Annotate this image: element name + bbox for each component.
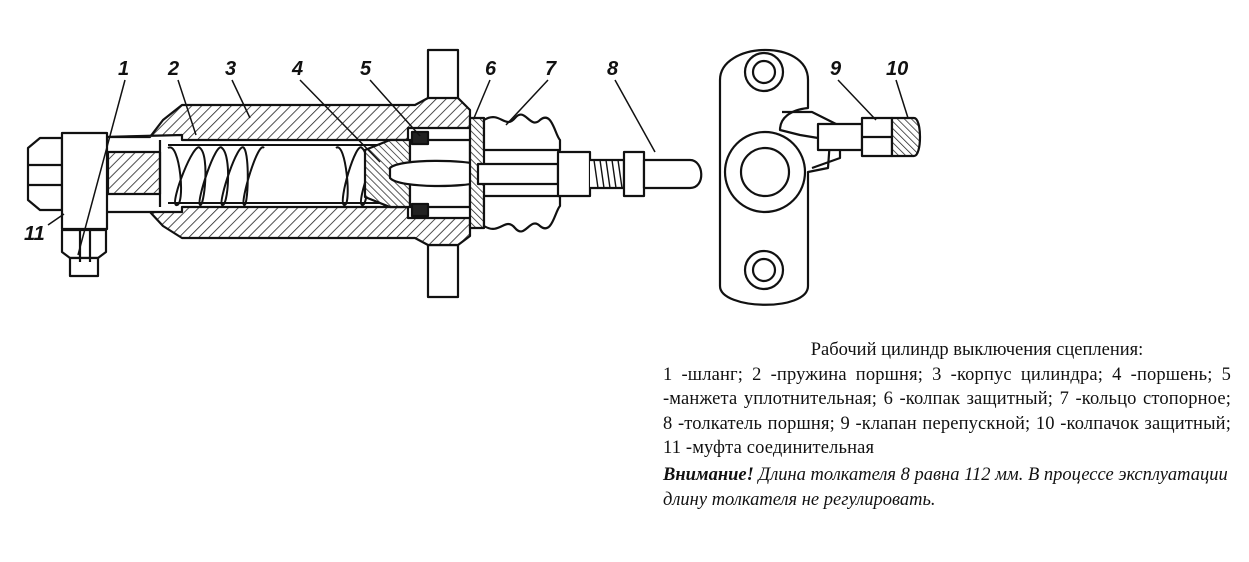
callout-6: 6 [485,58,497,80]
callout-7: 7 [545,58,557,80]
callout-2: 2 [167,58,179,80]
protective-boot [468,113,562,233]
callout-10: 10 [886,58,908,80]
bleeder-valve [816,116,894,158]
coupling-nut [26,131,109,278]
bleeder-cap [890,116,922,158]
note-text: Длина толкателя 8 равна 112 мм. В процес… [663,464,1228,510]
mounting-bracket [426,48,460,299]
cylinder-flange [718,48,842,306]
piston [363,138,480,209]
leader-lines [47,79,909,256]
callout-4: 4 [291,58,303,80]
callout-3: 3 [225,58,236,80]
callout-1: 1 [118,58,129,80]
callout-labels: 1 2 3 4 5 6 7 8 9 10 11 [24,58,908,245]
caption-title: Рабочий цилиндр выключения сцепления: [810,340,1144,360]
note-warning: Внимание! [663,464,754,485]
caption-note: Внимание! Длина толкателя 8 равна 112 мм… [663,463,1231,513]
callout-11: 11 [24,223,45,245]
pushrod [476,150,703,198]
caption-legend: 1 -шланг; 2 -пружина поршня; 3 -корпус ц… [663,364,1231,459]
figure-caption: Рабочий цилиндр выключения сцепления: 1 … [663,338,1231,513]
cylinder-body [102,96,472,247]
callout-5: 5 [360,58,372,80]
callout-8: 8 [607,58,619,80]
seal-cuff [410,130,430,218]
callout-9: 9 [830,58,842,80]
